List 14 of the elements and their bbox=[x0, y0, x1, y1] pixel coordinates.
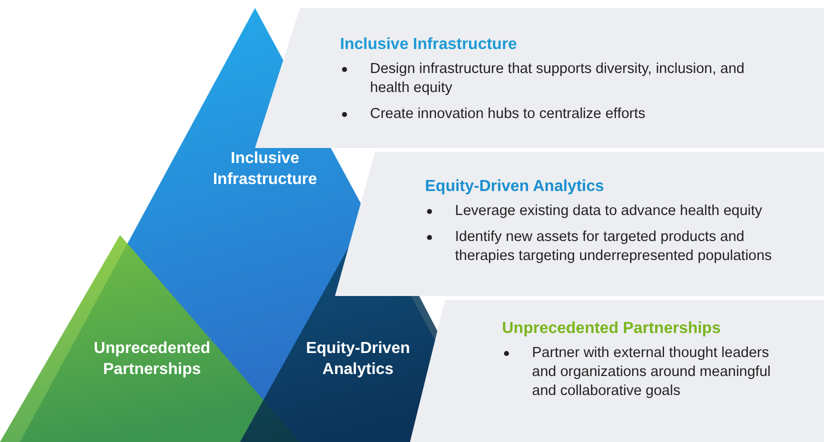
text-panel bbox=[335, 152, 824, 296]
triangle-label: Inclusive Infrastructure bbox=[212, 149, 318, 190]
bullet-point: Create innovation hubs to centralize efforts bbox=[340, 104, 779, 124]
bullet-point: Design infrastructure that supports diversity, inclusion, and health equity bbox=[340, 60, 779, 98]
panel-heading: Unprecedented Partnerships bbox=[502, 320, 721, 338]
bullet-point: Partner with external thought leaders and organizations around meaningful and collaborative goals bbox=[502, 344, 779, 401]
triangle-label: Equity-Driven Analytics bbox=[304, 339, 411, 380]
text-panel bbox=[410, 300, 824, 442]
panel-heading: Inclusive Infrastructure bbox=[340, 36, 517, 54]
bullet-point: Identify new assets for targeted products and therapies targeting underrepresented populations bbox=[425, 228, 779, 266]
text-panel bbox=[255, 8, 824, 148]
panel-heading: Equity-Driven Analytics bbox=[425, 178, 604, 196]
triangle-label: Unprecedented Partnerships bbox=[92, 339, 212, 380]
bullet-point: Leverage existing data to advance health equity bbox=[425, 202, 779, 221]
